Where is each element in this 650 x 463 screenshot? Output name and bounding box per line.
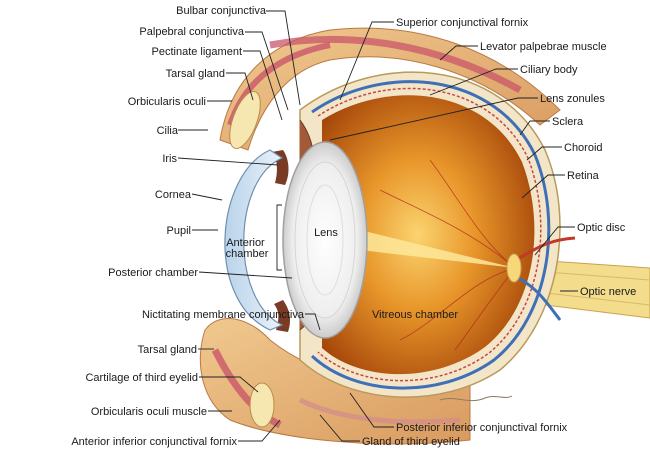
label-bulbar-conjunctiva: Bulbar conjunctiva — [176, 5, 267, 17]
label-lens-zonules: Lens zonules — [540, 93, 605, 105]
label-tarsal-gland-upper: Tarsal gland — [166, 68, 225, 80]
label-optic-disc: Optic disc — [577, 222, 626, 234]
label-lens: Lens — [314, 227, 338, 239]
label-palpebral-conjunctiva: Palpebral conjunctiva — [139, 26, 244, 38]
label-ciliary-body: Ciliary body — [520, 64, 578, 76]
label-cilia: Cilia — [157, 125, 179, 137]
label-cartilage-third-eyelid: Cartilage of third eyelid — [85, 372, 198, 384]
label-pectinate-ligament: Pectinate ligament — [152, 46, 243, 58]
label-levator-palpebrae: Levator palpebrae muscle — [480, 41, 607, 53]
label-sclera: Sclera — [552, 116, 584, 128]
label-orbicularis-oculi-muscle: Orbicularis oculi muscle — [91, 406, 207, 418]
label-anterior-chamber-line2: chamber — [226, 248, 269, 260]
label-choroid: Choroid — [564, 142, 603, 154]
cornea-shape — [224, 149, 284, 331]
label-superior-fornix: Superior conjunctival fornix — [396, 17, 529, 29]
label-anterior-chamber: Anterior chamber — [226, 237, 269, 260]
label-retina: Retina — [567, 170, 600, 182]
label-posterior-inferior-fornix: Posterior inferior conjunctival fornix — [396, 422, 568, 434]
label-anterior-chamber-line1: Anterior — [226, 237, 265, 249]
label-iris: Iris — [162, 153, 177, 165]
label-gland-third-eyelid: Gland of third eyelid — [362, 436, 460, 448]
label-posterior-chamber: Posterior chamber — [108, 267, 198, 279]
label-tarsal-gland-lower: Tarsal gland — [138, 344, 197, 356]
lens-shape — [282, 141, 368, 339]
label-anterior-inferior-fornix: Anterior inferior conjunctival fornix — [71, 436, 237, 448]
label-orbicularis-oculi: Orbicularis oculi — [128, 96, 206, 108]
label-nictitating-membrane: Nictitating membrane conjunctiva — [142, 309, 305, 321]
vitreous-chamber-shape — [322, 95, 535, 375]
label-cornea: Cornea — [155, 189, 192, 201]
leader-lines — [177, 10, 578, 442]
label-pupil: Pupil — [167, 225, 191, 237]
label-optic-nerve: Optic nerve — [580, 286, 636, 298]
label-vitreous-chamber: Vitreous chamber — [372, 309, 458, 321]
